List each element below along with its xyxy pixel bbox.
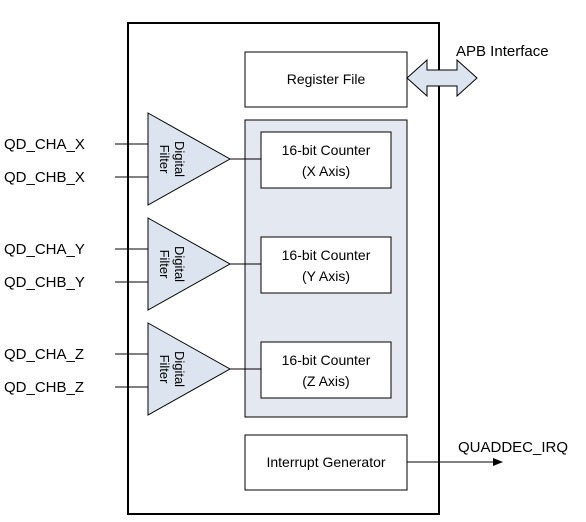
input-label-qd-cha-y: QD_CHA_Y: [4, 241, 85, 258]
counter-x-axis: (X Axis): [302, 163, 350, 179]
counter-z-title: 16-bit Counter: [282, 352, 371, 368]
counter-x-block: 16-bit Counter (X Axis): [260, 131, 392, 189]
digital-filter-x: Digital Filter: [147, 112, 232, 206]
filter-z-label-line2: Filter: [157, 355, 172, 385]
input-label-qd-cha-x: QD_CHA_X: [4, 136, 85, 153]
digital-filter-z: Digital Filter: [147, 322, 232, 416]
interrupt-generator-label: Interrupt Generator: [266, 454, 385, 470]
input-label-qd-chb-z: QD_CHB_Z: [4, 379, 84, 396]
counter-z-axis: (Z Axis): [302, 373, 349, 389]
register-file-label: Register File: [287, 71, 366, 87]
counter-z-block: 16-bit Counter (Z Axis): [260, 341, 392, 399]
filter-y-label-line2: Filter: [157, 250, 172, 280]
counter-y-axis: (Y Axis): [302, 268, 350, 284]
filter-z-label-line1: Digital: [172, 351, 187, 387]
irq-output-label: QUADDEC_IRQ: [458, 439, 568, 456]
input-label-qd-chb-x: QD_CHB_X: [4, 169, 85, 186]
counter-y-block: 16-bit Counter (Y Axis): [260, 236, 392, 294]
filter-y-label-line1: Digital: [172, 246, 187, 282]
counter-x-title: 16-bit Counter: [282, 142, 371, 158]
interrupt-generator-block: Interrupt Generator: [244, 434, 408, 491]
digital-filter-y: Digital Filter: [147, 217, 232, 311]
input-label-qd-chb-y: QD_CHB_Y: [4, 274, 85, 291]
filter-x-label-line2: Filter: [157, 145, 172, 175]
counter-y-title: 16-bit Counter: [282, 247, 371, 263]
register-file-block: Register File: [244, 51, 408, 108]
filter-x-label-line1: Digital: [172, 141, 187, 177]
input-label-qd-cha-z: QD_CHA_Z: [4, 346, 84, 363]
apb-interface-label: APB Interface: [456, 43, 549, 60]
apb-bidirectional-arrow: [406, 58, 478, 98]
